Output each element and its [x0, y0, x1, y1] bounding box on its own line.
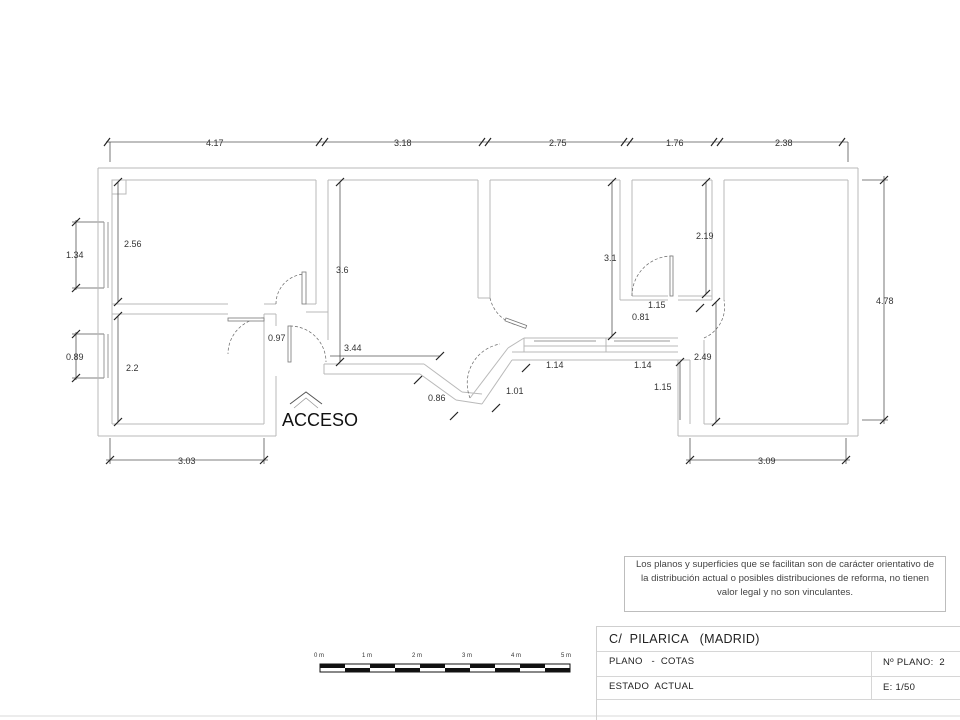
entrance-marker: ACCESO — [282, 391, 358, 430]
interior-dim-lines — [113, 177, 721, 427]
dim-top-2: 3.18 — [394, 138, 412, 148]
bottom-dimensions: 3.03 3.09 — [105, 438, 851, 466]
dim-corridor-width: 3.44 — [344, 343, 362, 353]
dim-room3-height: 3.1 — [604, 253, 617, 263]
scale-text: E: 1/50 — [883, 682, 916, 693]
door-swing-entrance — [289, 325, 327, 363]
doors — [227, 255, 725, 399]
title-row-address: C/ PILARICA (MADRID) — [597, 627, 960, 652]
dim-room5-height: 2.49 — [694, 352, 712, 362]
walls — [97, 167, 859, 437]
top-dimension-chain: 4.17 3.18 2.75 1.76 2.38 — [103, 137, 849, 162]
door-swing-bath — [631, 255, 673, 297]
entrance-arrow-icon — [289, 391, 323, 405]
scale-label-0: 0 m — [314, 653, 324, 659]
dim-room2-height: 2.2 — [126, 363, 139, 373]
dim-top-4: 1.76 — [666, 138, 684, 148]
door-swing-room1 — [275, 273, 307, 305]
status-text: ESTADO ACTUAL — [609, 681, 694, 692]
plan-number: Nº PLANO: 2 — [883, 657, 945, 668]
disclaimer-box: Los planos y superficies que se facilita… — [624, 556, 946, 612]
door-swing-room2 — [227, 317, 265, 355]
dim-door-097: 0.97 — [268, 333, 286, 343]
dim-door-101: 1.01 — [506, 386, 524, 396]
dim-door-115b: 1.15 — [654, 382, 672, 392]
scale-label-3: 3 m — [462, 653, 472, 659]
dim-top-5: 2.38 — [775, 138, 793, 148]
door-swing-diagonal — [466, 343, 501, 399]
scale-label-1: 1 m — [362, 653, 372, 659]
dim-door-115a: 1.15 — [648, 300, 666, 310]
dim-left-lower: 0.89 — [66, 352, 84, 362]
dim-left-upper: 1.34 — [66, 250, 84, 260]
dim-room1-height: 2.56 — [124, 239, 142, 249]
dim-room4-height: 2.19 — [696, 231, 714, 241]
address-title: C/ PILARICA (MADRID) — [609, 632, 760, 646]
dim-room-center-height: 3.6 — [336, 265, 349, 275]
dim-top-1: 4.17 — [206, 138, 224, 148]
scale-bar: 0 m 1 m 2 m 3 m 4 m 5 m — [314, 653, 571, 673]
left-dimensions: 1.34 0.89 — [66, 217, 104, 383]
acceso-label: ACCESO — [282, 410, 358, 430]
dim-corridor-114a: 1.14 — [546, 360, 564, 370]
title-block: C/ PILARICA (MADRID) PLANO - COTAS Nº PL… — [596, 626, 960, 720]
dim-bottom-left: 3.03 — [178, 456, 196, 466]
dim-door-081: 0.81 — [632, 312, 650, 322]
interior-dims: 2.56 2.2 0.97 3.6 3.44 0.86 1.01 3.1 1.1… — [124, 231, 714, 403]
title-row-sheet: PLANO - COTAS Nº PLANO: 2 — [597, 651, 960, 677]
dim-right-height: 4.78 — [876, 296, 894, 306]
right-dimension: 4.78 — [862, 175, 894, 425]
dim-bottom-right: 3.09 — [758, 456, 776, 466]
scale-label-2: 2 m — [412, 653, 422, 659]
door-swing-right-room — [703, 299, 725, 339]
dim-corridor-114b: 1.14 — [634, 360, 652, 370]
sheet-type: PLANO - COTAS — [609, 656, 695, 667]
scale-label-5: 5 m — [561, 653, 571, 659]
dim-top-3: 2.75 — [549, 138, 567, 148]
scale-label-4: 4 m — [511, 653, 521, 659]
disclaimer-text: Los planos y superficies que se facilita… — [635, 559, 935, 598]
dim-door-086: 0.86 — [428, 393, 446, 403]
title-row-status: ESTADO ACTUAL E: 1/50 — [597, 676, 960, 700]
